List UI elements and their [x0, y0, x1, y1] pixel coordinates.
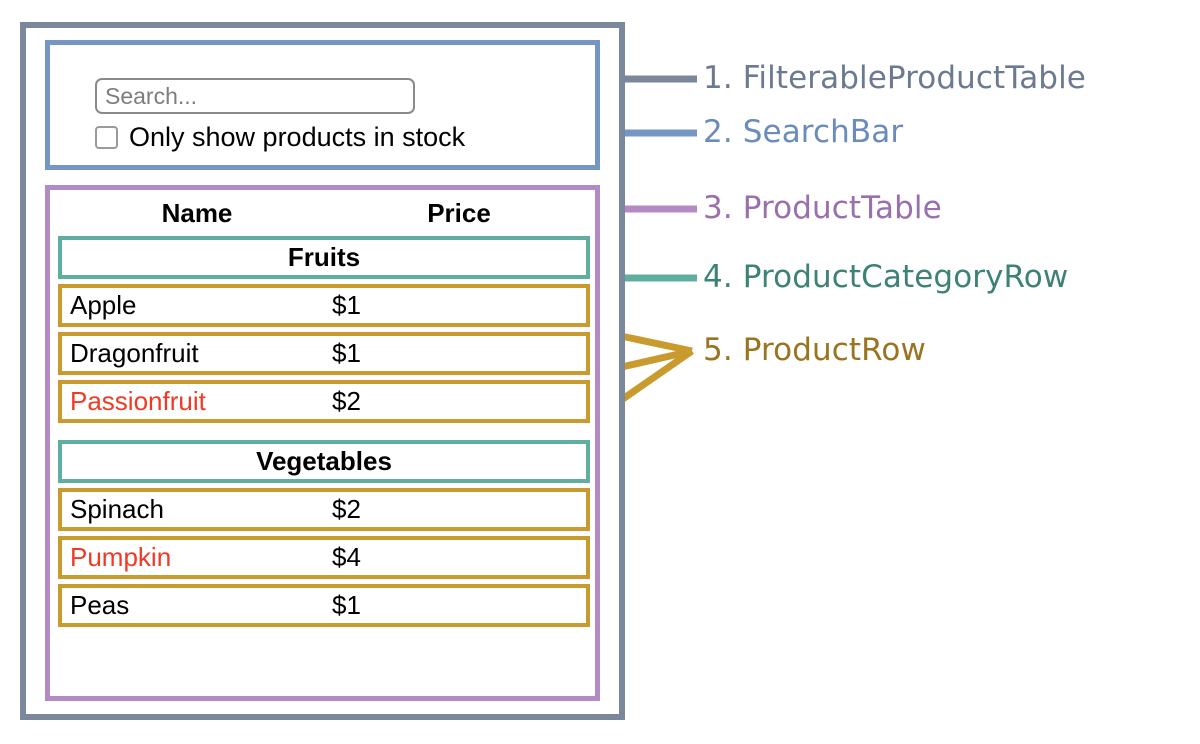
- legend-item-product-row: 5. ProductRow: [703, 335, 926, 366]
- legend-item-product-table: 3. ProductTable: [703, 193, 942, 224]
- product-price: $1: [332, 338, 361, 368]
- product-price: $4: [332, 542, 361, 572]
- product-price: $2: [332, 386, 361, 416]
- product-row: Pumpkin $4: [58, 536, 590, 579]
- product-category-row: Vegetables: [58, 440, 590, 483]
- legend-component-name: FilterableProductTable: [742, 60, 1086, 96]
- product-table-box: Name Price Fruits Apple $1 Dragonfruit $…: [45, 185, 600, 701]
- checkbox-icon[interactable]: [95, 126, 118, 149]
- legend-component-name: ProductCategoryRow: [742, 259, 1069, 295]
- search-bar-box: Search... Only show products in stock: [45, 40, 600, 170]
- legend-component-name: ProductRow: [742, 332, 926, 368]
- legend-number: 1.: [703, 60, 733, 96]
- product-row: Passionfruit $2: [58, 380, 590, 423]
- legend-number: 5.: [703, 332, 733, 368]
- legend-number: 4.: [703, 259, 733, 295]
- product-name: Apple: [70, 290, 137, 320]
- product-price: $1: [332, 290, 361, 320]
- product-price: $1: [332, 590, 361, 620]
- legend-item-filterable-product-table: 1. FilterableProductTable: [703, 63, 1086, 94]
- legend-number: 2.: [703, 114, 733, 150]
- product-row: Apple $1: [58, 284, 590, 327]
- legend-item-product-category-row: 4. ProductCategoryRow: [703, 262, 1068, 293]
- product-category-label: Vegetables: [256, 446, 392, 476]
- legend-component-name: SearchBar: [742, 114, 904, 150]
- column-header-price: Price: [427, 197, 491, 228]
- category-spacer: [58, 428, 590, 440]
- product-category-row: Fruits: [58, 236, 590, 279]
- product-price: $2: [332, 494, 361, 524]
- product-category-label: Fruits: [287, 242, 361, 272]
- legend-item-search-bar: 2. SearchBar: [703, 117, 903, 148]
- column-header-name: Name: [161, 197, 233, 228]
- search-input[interactable]: Search...: [95, 78, 415, 114]
- in-stock-filter-label: Only show products in stock: [129, 122, 466, 152]
- in-stock-filter-row[interactable]: Only show products in stock: [95, 124, 465, 151]
- product-name: Dragonfruit: [70, 338, 199, 368]
- product-name: Pumpkin: [70, 542, 172, 572]
- legend-component-name: ProductTable: [742, 190, 942, 226]
- product-row: Dragonfruit $1: [58, 332, 590, 375]
- product-name: Passionfruit: [70, 386, 206, 416]
- product-row: Spinach $2: [58, 488, 590, 531]
- legend-number: 3.: [703, 190, 733, 226]
- product-name: Spinach: [70, 494, 164, 524]
- product-row: Peas $1: [58, 584, 590, 627]
- product-table-inner: Name Price Fruits Apple $1 Dragonfruit $…: [58, 190, 590, 632]
- table-header-row: Name Price: [58, 190, 590, 236]
- product-name: Peas: [70, 590, 130, 620]
